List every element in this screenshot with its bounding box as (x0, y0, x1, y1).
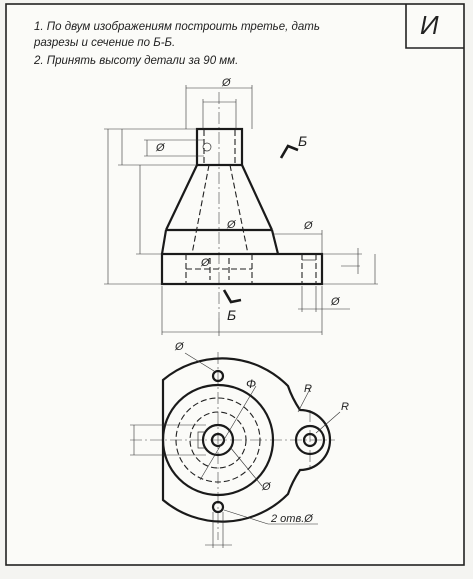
task-line-2: разрезы и сечение по Б-Б. (33, 37, 175, 49)
mount-hole-bottom (211, 500, 225, 514)
cone-outline (165, 164, 273, 231)
section-letter-top: Б (298, 133, 307, 149)
dim-diameter-inner: Ø (261, 481, 272, 493)
dim-diameter-mount-hole: Ø (174, 341, 185, 353)
top-view (130, 352, 335, 540)
holes-note: 2 отв.Ø (270, 513, 314, 525)
dim-diameter-top: Ø (221, 77, 232, 89)
top-dimensions: Ø Φ Ø R R 2 отв.Ø (130, 341, 349, 548)
dim-diameter-collar-hole: Ø (155, 142, 166, 154)
variant-letter: И (420, 10, 439, 40)
dim-diameter-lug-hole: Ø (330, 296, 341, 308)
base-contour (161, 357, 332, 523)
lug-boss (294, 424, 326, 456)
task-line-3: 2. Принять высоту детали за 90 мм. (33, 55, 238, 67)
variant-box (405, 4, 464, 49)
front-dimensions: Ø Ø Ø Ø Ø Ø (104, 77, 378, 336)
section-mark-bottom: Б (222, 289, 242, 323)
cone-base-circle (161, 383, 275, 497)
collar-outline (195, 127, 244, 167)
dim-radius-fillet: R (304, 383, 312, 395)
mount-hole-top (211, 369, 225, 383)
section-letter-bottom: Б (227, 307, 236, 323)
dim-diameter-base: Ø (200, 257, 211, 269)
dim-diameter-lug: Ø (303, 220, 314, 232)
task-line-1: 1. По двум изображениям построить третье… (34, 21, 320, 33)
dim-radius-lug: R (341, 401, 349, 413)
section-mark-top: Б (279, 133, 307, 159)
base-plate-outline (160, 252, 324, 286)
dim-phi: Φ (246, 377, 256, 391)
dim-diameter-cone: Ø (226, 219, 237, 231)
